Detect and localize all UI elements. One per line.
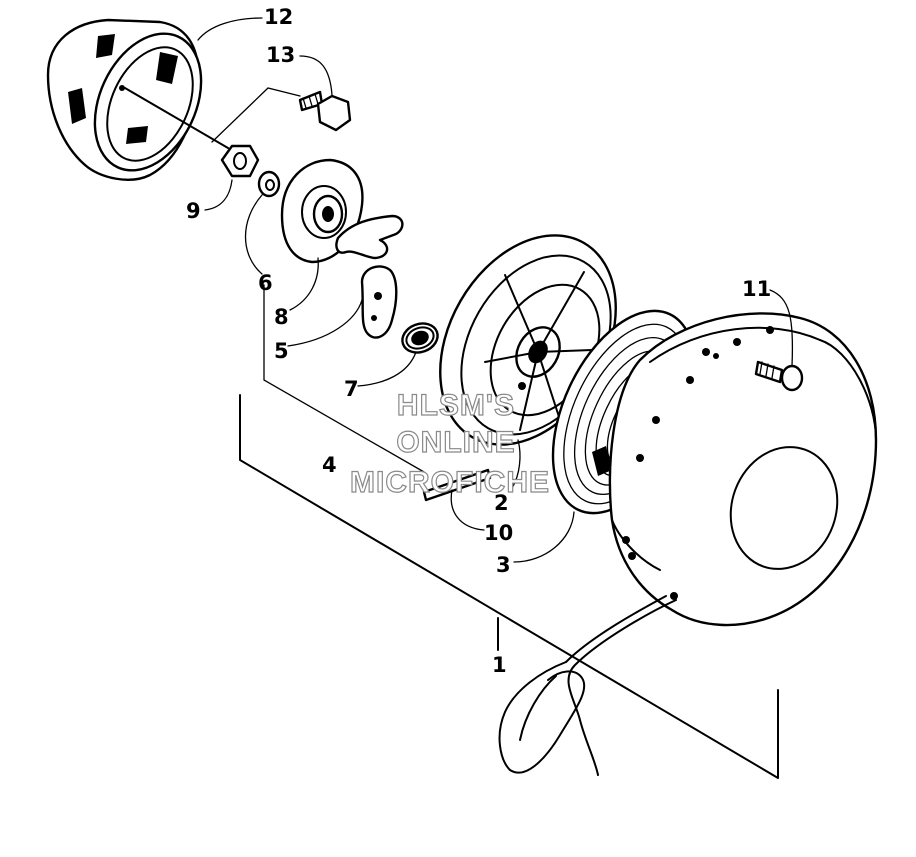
assembly-bracket <box>239 394 779 779</box>
part-10-rope <box>422 468 677 776</box>
callout-10: 10 <box>484 521 513 545</box>
watermark-line-2: ONLINE <box>396 426 515 459</box>
callout-13: 13 <box>266 43 295 67</box>
watermark-line-1: HLSM'S <box>397 389 515 422</box>
callout-8: 8 <box>274 305 289 329</box>
callout-11: 11 <box>742 277 771 301</box>
callout-1: 1 <box>492 653 507 677</box>
callout-2: 2 <box>494 491 509 515</box>
leader-lines <box>197 17 794 563</box>
callout-5: 5 <box>274 339 289 363</box>
callout-6: 6 <box>258 271 273 295</box>
part-7-spring <box>401 322 439 354</box>
watermark-line-3: MICROFICHE <box>350 466 550 499</box>
callout-12: 12 <box>264 5 293 29</box>
part-1-housing <box>608 312 878 627</box>
part-12-pulley-cup <box>46 18 203 181</box>
callout-7: 7 <box>344 377 359 401</box>
callout-4: 4 <box>322 453 337 477</box>
part-5-pawl <box>360 265 398 339</box>
part-9-nut <box>220 144 260 178</box>
watermark: HLSM'S ONLINE MICROFICHE <box>349 388 550 499</box>
part-13-bolt <box>298 90 352 132</box>
part-8-friction-plate <box>280 158 404 264</box>
callout-9: 9 <box>186 199 201 223</box>
part-11-screw <box>754 360 804 392</box>
part-6-washer <box>257 170 281 198</box>
callouts: 12 13 9 6 8 5 7 4 11 2 10 3 1 <box>186 5 771 677</box>
callout-3: 3 <box>496 553 511 577</box>
